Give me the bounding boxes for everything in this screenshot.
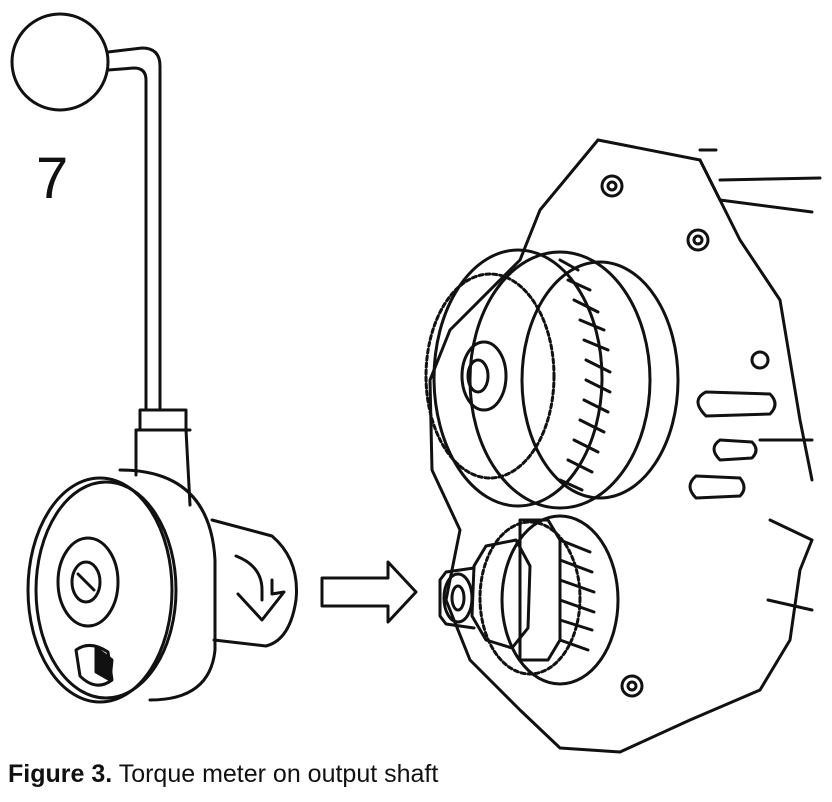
- gearbox-icon: [424, 138, 822, 754]
- caption-label: Figure 3.: [8, 760, 113, 788]
- upper-gear: [424, 248, 680, 510]
- callout-number: 7: [36, 146, 69, 211]
- torque-meter-icon: [10, 12, 298, 704]
- direction-arrow-icon: [320, 560, 418, 624]
- dial-icon: [10, 12, 110, 112]
- figure-caption: Figure 3. Torque meter on output shaft: [8, 762, 438, 787]
- lower-gear: [438, 514, 620, 686]
- caption-text: Torque meter on output shaft: [118, 760, 439, 788]
